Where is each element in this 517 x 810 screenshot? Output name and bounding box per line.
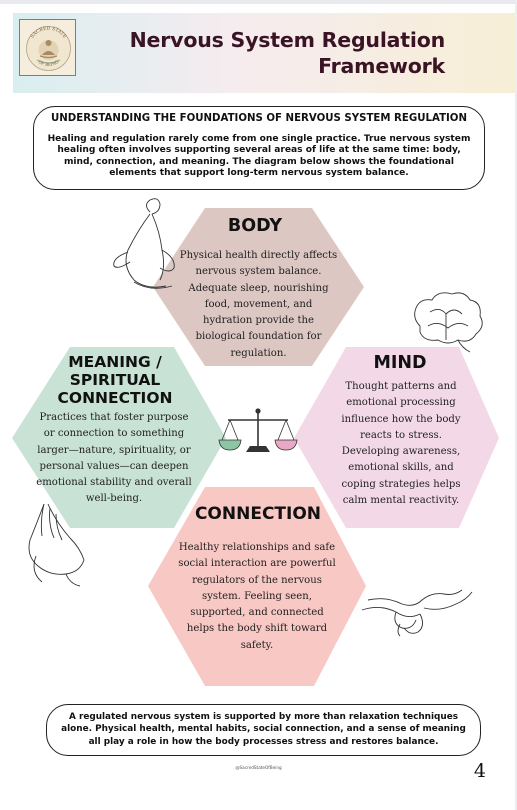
page-title: Nervous System Regulation Framework — [85, 27, 446, 79]
mind-heading: MIND — [373, 353, 427, 373]
social-handle: @SacredStateOfBeing — [235, 765, 282, 770]
brain-icon — [414, 292, 483, 353]
meaning-hexagon — [12, 347, 226, 528]
praying-hands-icon — [28, 503, 85, 587]
summary-callout: A regulated nervous system is supported … — [46, 704, 481, 756]
meaning-description: Practices that foster purpose or connect… — [36, 412, 192, 505]
body-description: Physical health directly affects nervous… — [179, 250, 338, 359]
body-hexagon — [153, 208, 364, 366]
intro-callout: UNDERSTANDING THE FOUNDATIONS OF NERVOUS… — [33, 106, 485, 190]
right-divider — [515, 0, 517, 810]
holding-hands-icon — [361, 589, 473, 637]
intro-heading: UNDERSTANDING THE FOUNDATIONS OF NERVOUS… — [50, 113, 467, 124]
connection-heading: CONNECTION — [194, 504, 322, 524]
seated-figure-line-art-icon — [113, 198, 175, 289]
mind-hexagon — [294, 347, 499, 528]
brand-logo: SACRED STATE OF BEING — [19, 19, 76, 76]
top-divider — [0, 0, 517, 4]
page-title-line1: Nervous System Regulation — [129, 28, 446, 52]
page-number: 4 — [473, 760, 486, 782]
meaning-heading: MEANING / SPIRITUAL CONNECTION — [57, 353, 173, 407]
mind-description: Thought patterns and emotional processin… — [341, 381, 461, 507]
connection-description: Healthy relationships and safe social in… — [178, 542, 336, 651]
header-band — [13, 13, 515, 93]
body-heading: BODY — [227, 216, 283, 236]
connection-hexagon — [148, 487, 366, 686]
meditating-figure-logo-icon: SACRED STATE OF BEING — [26, 25, 71, 71]
intro-text: Healing and regulation rarely come from … — [47, 134, 471, 178]
summary-text: A regulated nervous system is supported … — [61, 712, 466, 747]
balance-scale-icon — [218, 408, 298, 452]
page-title-line2: Framework — [318, 54, 445, 78]
logo-text-bottom: OF BEING — [37, 59, 60, 67]
